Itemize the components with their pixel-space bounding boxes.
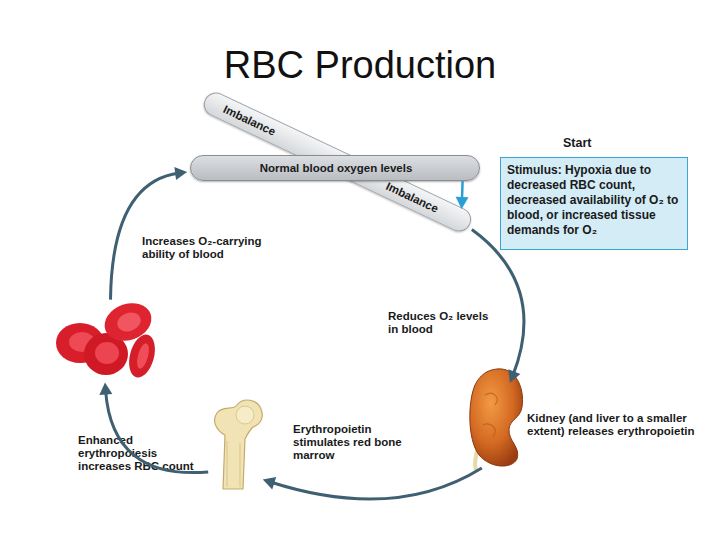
cycle-arrow — [263, 468, 482, 499]
node-text: Stimulus: Hypoxia due to decreased RBC c… — [507, 163, 683, 238]
kidney-illustration-shape — [465, 365, 525, 470]
diagram-title: RBC Production — [0, 44, 720, 87]
edge-label: Reduces O₂ levels in blood — [388, 310, 500, 336]
red-blood-cells-shape — [50, 298, 160, 380]
node-text: Imbalance — [221, 103, 308, 153]
cycle-arrow — [111, 167, 188, 300]
node-text: Erythropoietin stimulates red bone marro… — [293, 423, 418, 462]
node-text: Kidney (and liver to a smaller extent) r… — [527, 412, 705, 438]
bone-illustration: Erythropoietin stimulates red bone marro… — [203, 395, 268, 490]
cycle-arrow — [472, 230, 524, 383]
node-text: Normal blood oxygen levels — [191, 162, 481, 175]
stimulus-box: StartStimulus: Hypoxia due to decreased … — [500, 157, 688, 250]
kidney-illustration: Kidney (and liver to a smaller extent) r… — [465, 365, 525, 470]
normal-level-band: Normal blood oxygen levels — [190, 155, 480, 181]
node-text: Enhanced erythropoiesis increases RBC co… — [78, 434, 198, 473]
cycle-arrow — [456, 181, 469, 209]
edge-label: Increases O₂-carrying ability of blood — [142, 235, 262, 261]
bone-illustration-shape — [203, 395, 268, 490]
node-text: Imbalance — [383, 180, 470, 230]
cycle-arrow — [99, 382, 208, 472]
start-heading: Start — [563, 137, 643, 150]
red-blood-cells: Enhanced erythropoiesis increases RBC co… — [50, 298, 160, 380]
